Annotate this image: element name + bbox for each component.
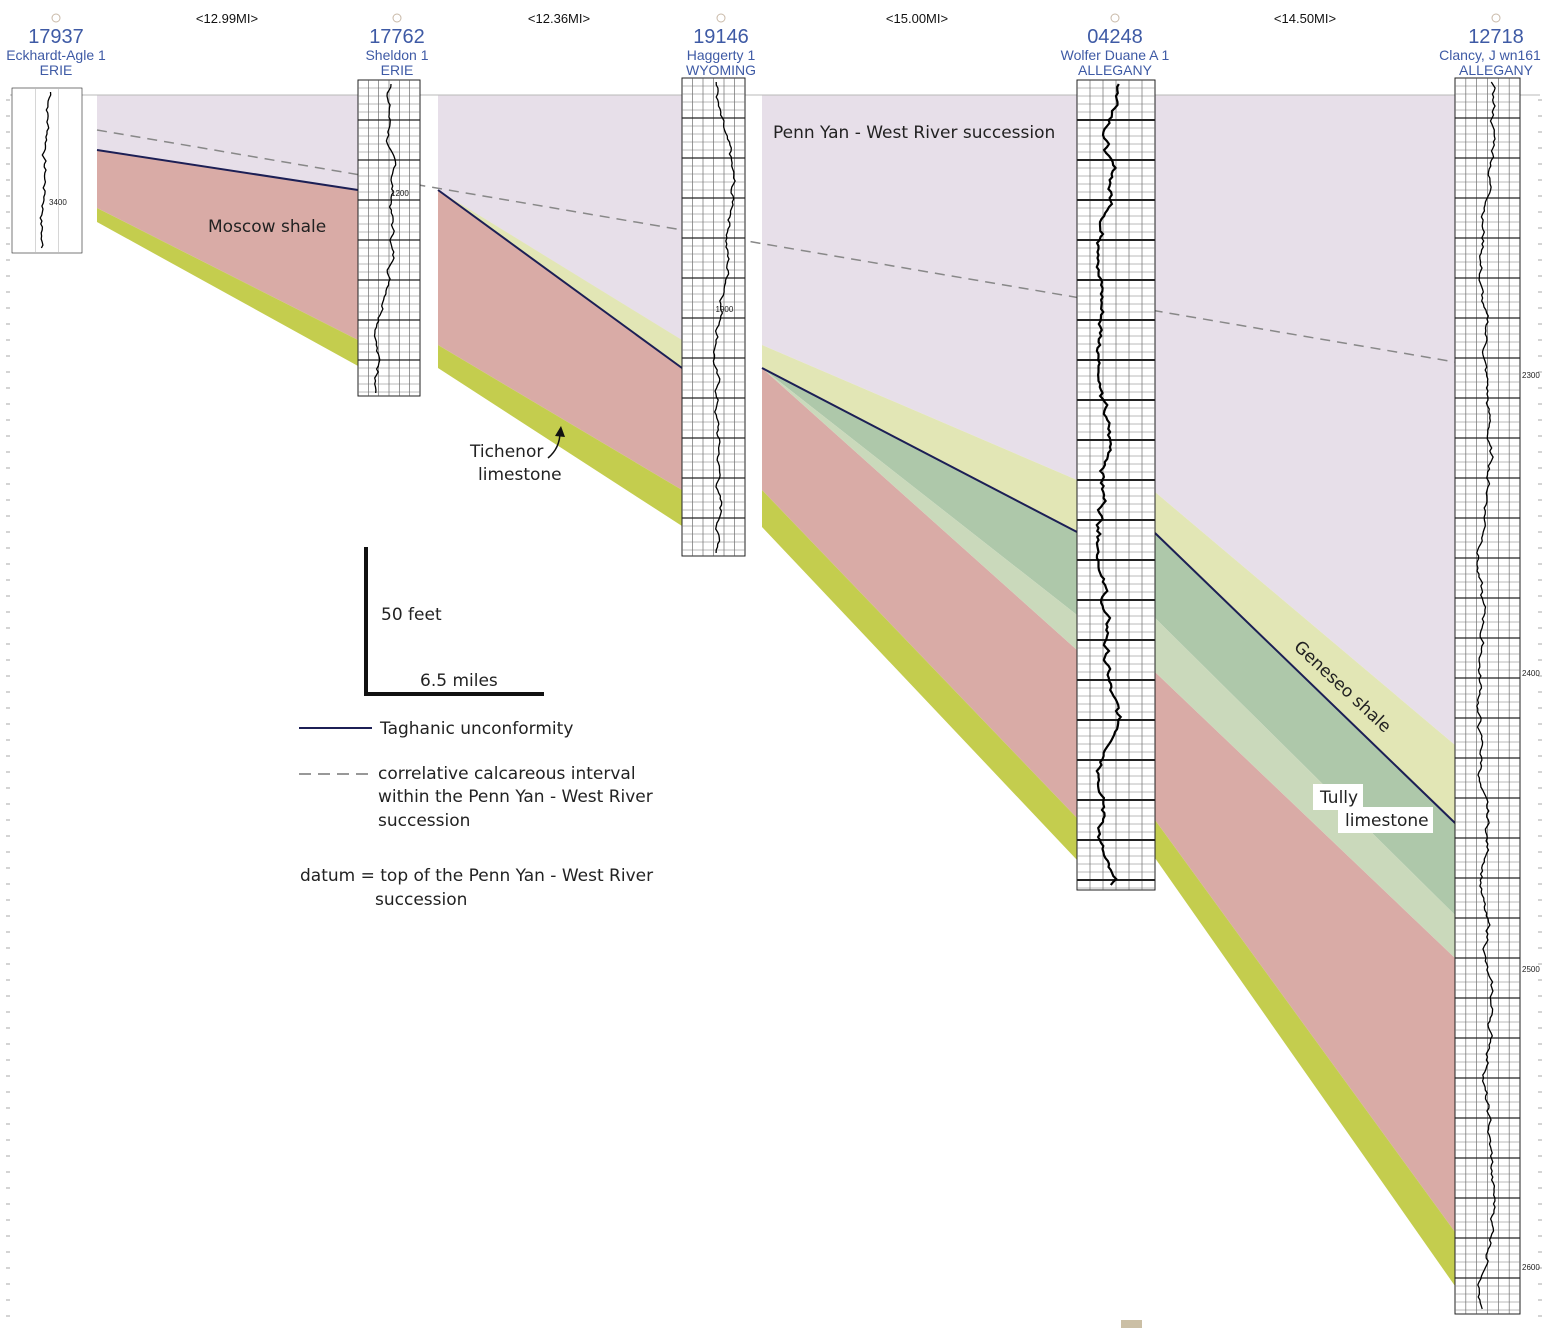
distance-4-5: <14.50MI> <box>1274 11 1336 26</box>
moscow-shale-unit-4 <box>1155 672 1455 1232</box>
well-log-frame <box>11 87 83 254</box>
tichenor-label-line2: limestone <box>478 465 562 485</box>
penn-yan-gap-2 <box>97 95 358 190</box>
geneseo-unit-2 <box>762 345 1077 532</box>
tully-label-bg <box>1338 807 1433 833</box>
well-id: 17937 <box>28 26 84 48</box>
scale-bar: 50 feet 6.5 miles <box>364 547 544 696</box>
taghanic-unconformity-line <box>96 149 1456 824</box>
well-log-4 <box>1076 79 1156 891</box>
distance-2-3: <12.36MI> <box>528 11 590 26</box>
well-header-3: 19146 Haggerty 1 WYOMING <box>686 13 756 78</box>
well-name: Eckhardt-Agle 1 <box>6 47 106 63</box>
well-header-5: 12718 Clancy, J wn161 ALLEGANY <box>1439 13 1541 78</box>
well-id: 19146 <box>693 26 749 48</box>
well-header-4: 04248 Wolfer Duane A 1 ALLEGANY <box>1061 13 1170 78</box>
well-log-3: 1900 <box>681 77 746 557</box>
moscow-shale-label: Moscow shale <box>208 217 326 237</box>
well-county: ERIE <box>381 62 414 78</box>
penn-yan-label: Penn Yan - West River succession <box>773 123 1055 143</box>
tully-light-unit-2 <box>1155 618 1455 958</box>
well-log-curve <box>1095 83 1123 886</box>
scale-vertical-label: 50 feet <box>381 605 442 625</box>
corner-swatch <box>1121 1320 1142 1328</box>
geneseo-unit-3 <box>1155 492 1455 823</box>
depth-ruler <box>6 99 1542 1317</box>
tichenor-arrowhead-icon <box>555 426 565 437</box>
well-id: 17762 <box>369 26 425 48</box>
legend-taghanic-label: Taghanic unconformity <box>379 719 573 739</box>
legend-correlative-label-1: correlative calcareous interval <box>378 764 636 784</box>
moscow-shale-unit-2 <box>438 190 682 490</box>
well-log-depth-label: 2300 <box>1522 371 1540 380</box>
well-log-curve <box>712 81 736 554</box>
tully-light-unit-1 <box>762 368 1077 650</box>
well-header-1: 17937 Eckhardt-Agle 1 ERIE <box>6 13 106 78</box>
well-symbol-icon <box>51 13 61 23</box>
well-county: ALLEGANY <box>1078 62 1153 78</box>
well-name: Clancy, J wn161 <box>1439 47 1541 63</box>
well-log-curve <box>39 91 52 249</box>
tully-label-line2: limestone <box>1345 811 1429 831</box>
legend-correlative-label-2: within the Penn Yan - West River <box>378 787 653 807</box>
well-distances: <12.99MI> <12.36MI> <15.00MI> <14.50MI> <box>196 11 1336 26</box>
well-log-depth-label: 3400 <box>49 198 67 207</box>
penn-yan-gap-3 <box>762 95 1077 480</box>
well-log-depth-label: 1900 <box>716 305 734 314</box>
well-log-1: 3400 <box>11 87 83 254</box>
well-symbol-icon <box>716 13 726 23</box>
well-county: ERIE <box>40 62 73 78</box>
well-symbol-icon <box>392 13 402 23</box>
moscow-shale-unit-3 <box>762 368 1077 818</box>
legend-correlative-label-3: succession <box>378 811 470 831</box>
well-log-curve <box>373 83 397 394</box>
tichenor-unit-3 <box>762 490 1077 860</box>
well-log-depth-label: 2400 <box>1522 669 1540 678</box>
well-log-curve <box>1476 81 1496 1310</box>
tichenor-unit-4 <box>1155 820 1455 1286</box>
well-headers: 17937 Eckhardt-Agle 1 ERIE 17762 Sheldon… <box>6 13 1541 78</box>
well-name: Sheldon 1 <box>365 47 428 63</box>
well-name: Wolfer Duane A 1 <box>1061 47 1170 63</box>
correlative-dashed-line <box>96 129 1456 363</box>
stratigraphic-units <box>97 95 1455 1286</box>
tichenor-label-line1: Tichenor <box>469 442 543 462</box>
well-county: ALLEGANY <box>1459 62 1534 78</box>
distance-1-2: <12.99MI> <box>196 11 258 26</box>
scale-horizontal-label: 6.5 miles <box>420 671 498 691</box>
legend-datum-label-2: succession <box>375 890 467 910</box>
penn-yan-gap-1 <box>438 95 682 340</box>
well-log-2: 1200 <box>357 79 421 397</box>
distance-3-4: <15.00MI> <box>886 11 948 26</box>
well-symbol-icon <box>1491 13 1501 23</box>
tichenor-unit-1 <box>97 208 358 366</box>
well-name: Haggerty 1 <box>687 47 756 63</box>
well-logs: 3400 1200 1900 2300 2400 2500 2600 <box>11 77 1540 1315</box>
well-id: 12718 <box>1468 26 1524 48</box>
well-header-2: 17762 Sheldon 1 ERIE <box>365 13 429 78</box>
legend: Taghanic unconformity correlative calcar… <box>299 719 653 910</box>
well-county: WYOMING <box>686 62 756 78</box>
well-log-depth-label: 2500 <box>1522 965 1540 974</box>
legend-datum-label-1: datum = top of the Penn Yan - West River <box>300 866 653 886</box>
well-symbol-icon <box>1110 13 1120 23</box>
well-log-depth-label: 2600 <box>1522 1263 1540 1272</box>
well-id: 04248 <box>1087 26 1143 48</box>
tully-label-line1: Tully <box>1319 788 1358 808</box>
scale-bar-lines <box>364 547 544 696</box>
well-log-depth-label: 1200 <box>391 189 409 198</box>
tully-label-bg <box>1313 784 1363 810</box>
moscow-shale-unit <box>97 150 358 340</box>
well-log-5 <box>1454 77 1521 1315</box>
